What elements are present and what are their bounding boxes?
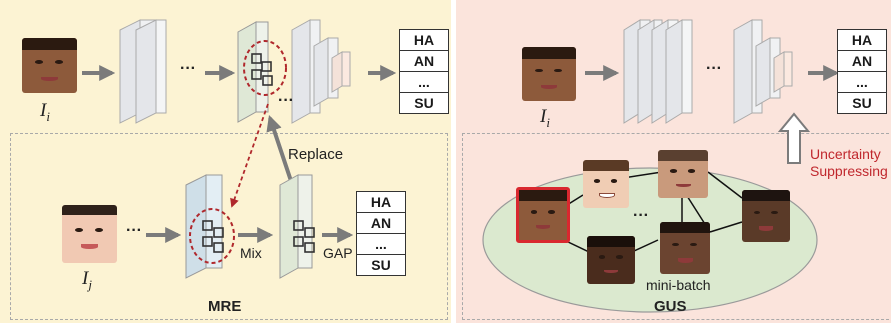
mini-batch-face-highlighted <box>516 187 570 243</box>
conv-block-2 <box>291 19 351 124</box>
face-image-i-right <box>522 47 576 101</box>
mixed-feature-map <box>279 174 315 279</box>
mini-batch-face-5 <box>587 236 635 284</box>
region-highlight-top <box>243 40 287 96</box>
conv-block-1 <box>119 19 167 124</box>
gus-title: GUS <box>654 298 687 315</box>
region-highlight-bottom <box>189 208 235 264</box>
label-ellipsis: ... <box>400 72 448 93</box>
uncertainty-label-2: Suppressing <box>810 163 888 179</box>
label-ha: HA <box>357 192 405 213</box>
label-ha: HA <box>400 30 448 51</box>
conv-block-right-1 <box>623 19 693 124</box>
dots-bottom: ··· <box>126 222 142 239</box>
mini-batch-face-3 <box>658 150 708 198</box>
label-ii-right: Ii <box>540 106 550 130</box>
label-ii: Ii <box>40 100 50 124</box>
mini-batch-face-2 <box>583 160 629 208</box>
feature-map-i <box>237 21 273 123</box>
emotion-labels-top: HA AN ... SU <box>399 29 449 114</box>
face-image-i <box>22 38 77 93</box>
label-an: AN <box>357 213 405 234</box>
label-an: AN <box>400 51 448 72</box>
uncertainty-suppressing-arrow <box>777 112 811 164</box>
label-su: SU <box>852 95 872 111</box>
dots-top-1: ··· <box>180 60 196 77</box>
label-ha: HA <box>838 30 886 51</box>
label-ellipsis: ... <box>838 72 886 93</box>
feature-map-j <box>185 174 224 279</box>
dots-mini-batch: ··· <box>633 207 649 224</box>
gus-module-box <box>462 133 891 320</box>
region-correspondence-arrow <box>230 103 269 208</box>
dots-right-top: ··· <box>706 60 722 77</box>
label-ellipsis: ... <box>357 234 405 255</box>
replace-label: Replace <box>288 146 344 163</box>
mre-title: MRE <box>208 298 242 315</box>
mix-label: Mix <box>240 245 262 261</box>
label-an: AN <box>838 51 886 72</box>
label-su: SU <box>414 95 434 111</box>
gap-label: GAP <box>323 245 353 261</box>
mini-batch-face-6 <box>660 222 710 274</box>
emotion-labels-bottom: HA AN ... SU <box>356 191 406 276</box>
emotion-labels-right: HA AN ... SU <box>837 29 887 114</box>
label-su: SU <box>371 257 391 273</box>
uncertainty-label-1: Uncertainty <box>810 146 881 162</box>
conv-block-right-2 <box>733 19 793 124</box>
dots-top-2: ··· <box>278 92 294 109</box>
label-ij: Ij <box>82 268 92 292</box>
face-image-j <box>62 205 117 263</box>
mre-module-box <box>10 133 448 320</box>
mini-batch-label: mini-batch <box>646 277 711 293</box>
mini-batch-face-4 <box>742 190 790 242</box>
